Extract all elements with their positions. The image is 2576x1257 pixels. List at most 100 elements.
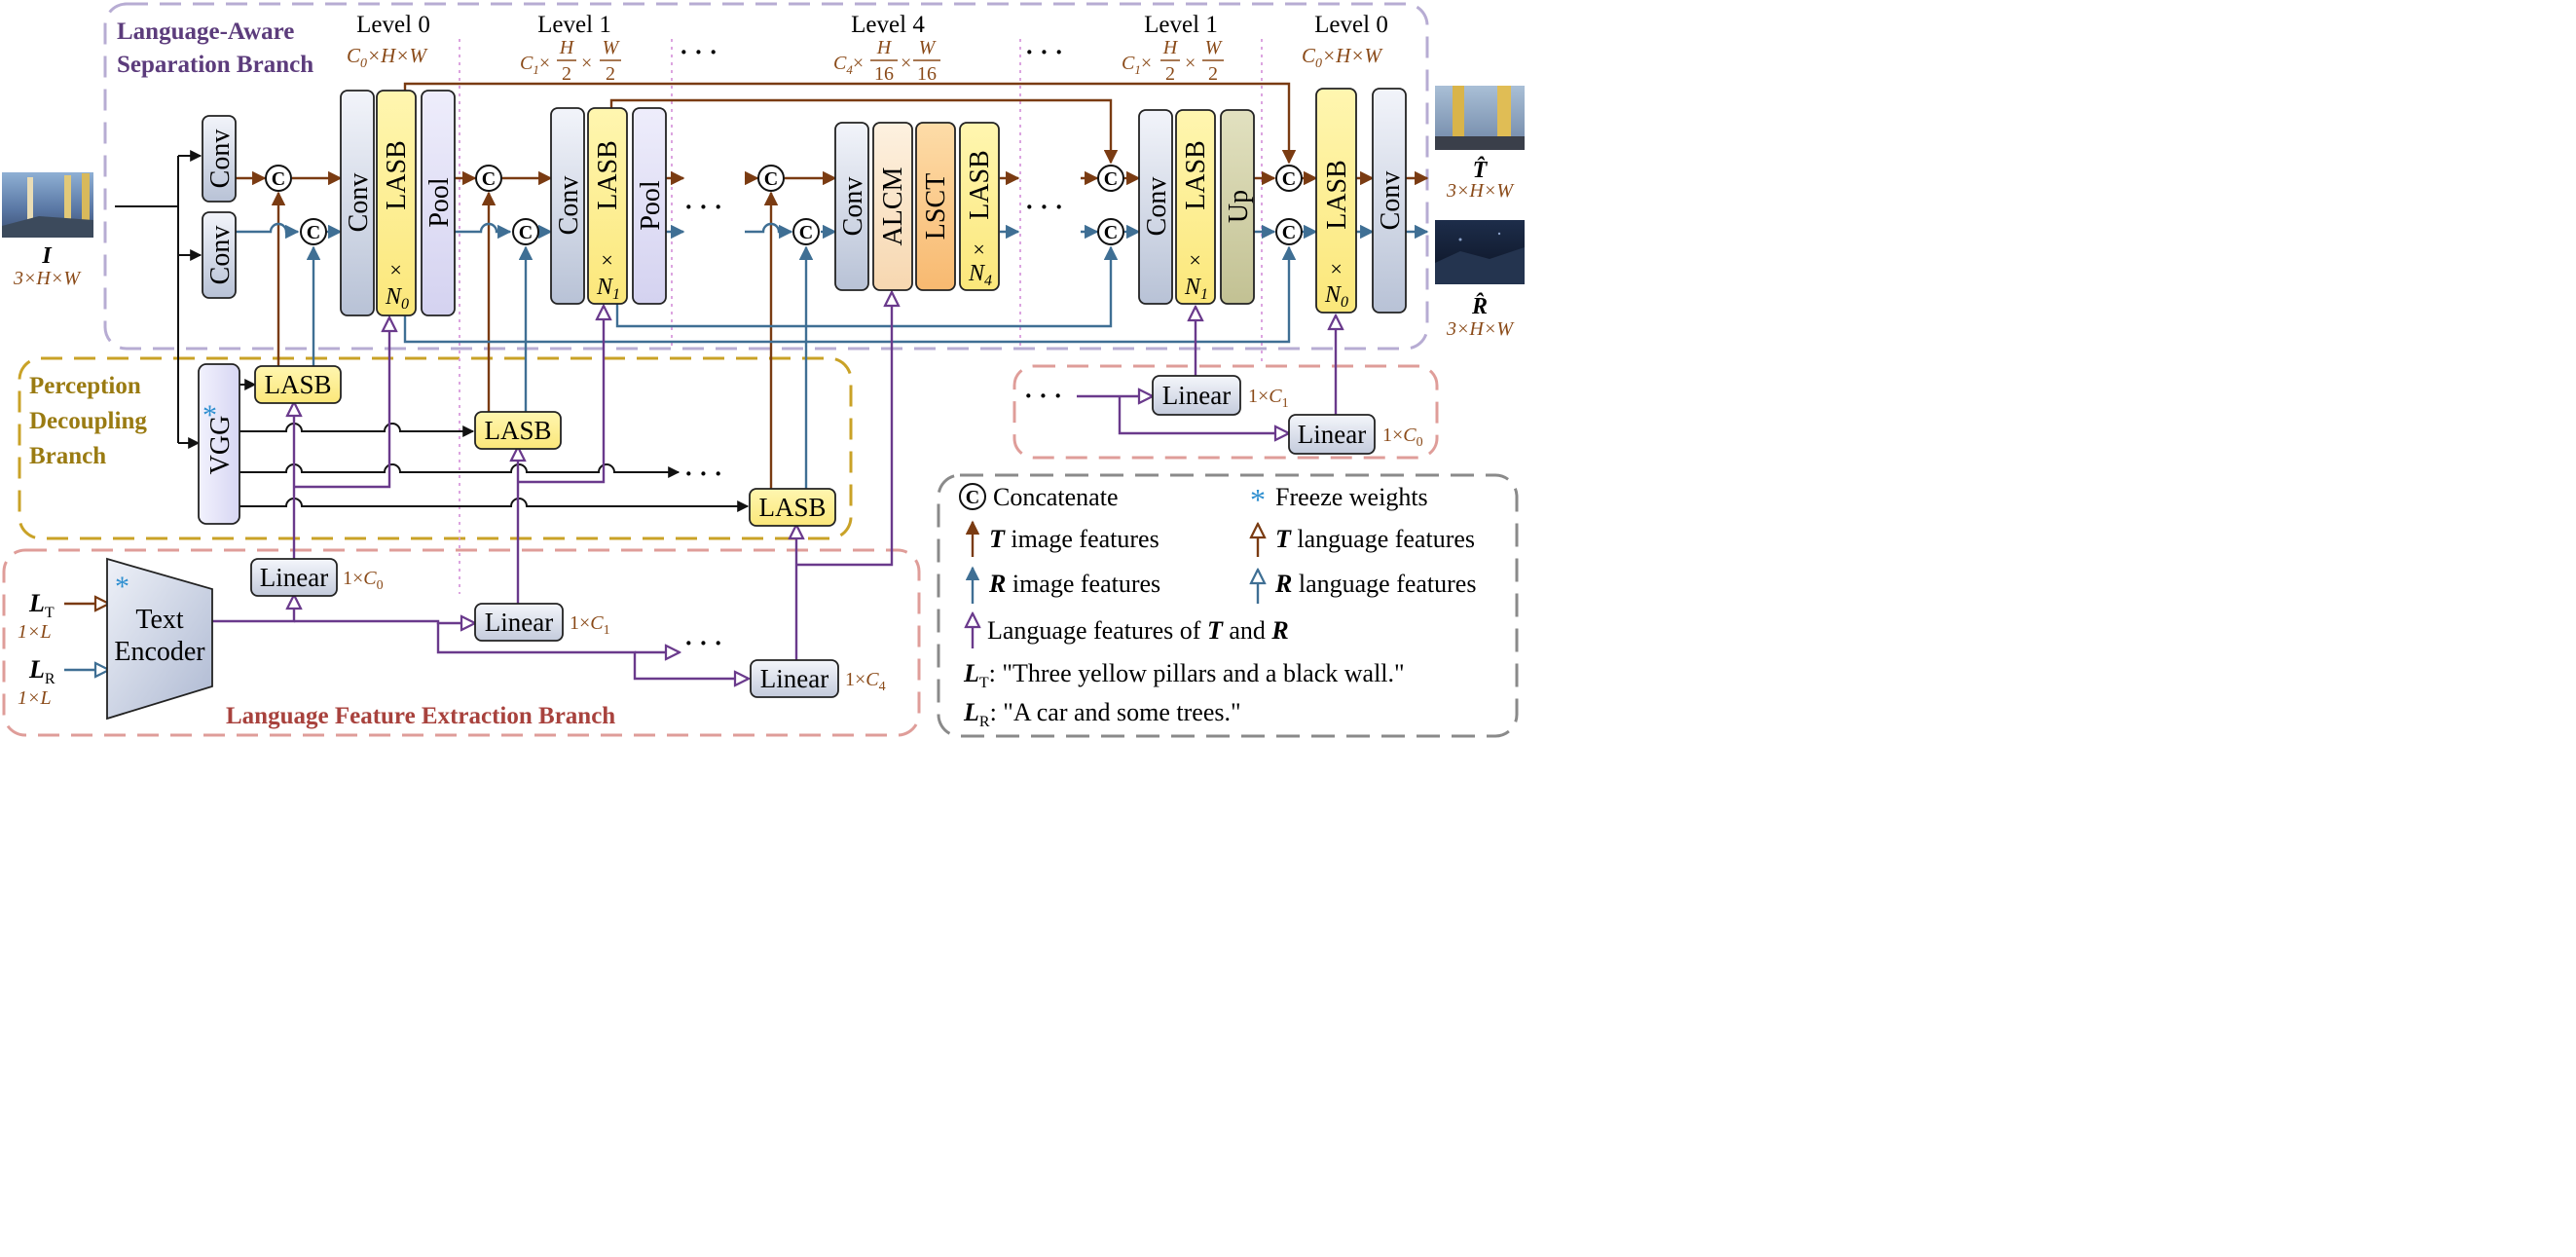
legend-lr-description: LR: "A car and some trees."	[963, 698, 1241, 730]
lr-label: LR	[28, 655, 55, 687]
mid-lsct-label: LSCT	[921, 173, 951, 240]
output-t-dims: 3×H×W	[1446, 180, 1515, 202]
text-encoder-label-line1: Text	[135, 605, 184, 635]
svg-text:C: C	[272, 168, 285, 190]
svg-text:C: C	[764, 168, 778, 190]
stem-conv-top-label: Conv	[205, 129, 236, 189]
language-branch-title: Language Feature Extraction Branch	[226, 703, 615, 729]
svg-text:C: C	[519, 222, 533, 243]
legend-r-image: R image features	[988, 570, 1160, 598]
dec1-lasb-repeat: N1	[1184, 275, 1208, 303]
concat-node: C	[475, 165, 502, 192]
perception-branch-title-line1: Perception	[29, 373, 141, 399]
concat-node: C	[757, 165, 785, 192]
enc0-conv	[340, 90, 375, 316]
enc0-pool-label: Pool	[424, 177, 455, 228]
svg-text:H: H	[1162, 37, 1179, 58]
perception-lasb-0-label: LASB	[264, 370, 331, 399]
dec1-conv	[1138, 109, 1173, 305]
level-enc1-dims: C1× H 2 × W 2	[520, 37, 621, 85]
level-enc0-dims: C0×H×W	[347, 44, 429, 71]
separation-branch-title-line1: Language-Aware	[117, 18, 294, 45]
mid-alcm-label: ALCM	[878, 166, 908, 245]
decoder-linear-frame	[1012, 364, 1439, 460]
perception-blocks: VGG * LASB LASB LASB	[198, 363, 836, 527]
legend-concatenate: C Concatenate	[959, 483, 1119, 511]
lr-dim: 1×L	[18, 687, 52, 709]
svg-text:C: C	[482, 168, 496, 190]
enc0-conv-label: Conv	[344, 173, 374, 233]
decoder-linear-c0-label: Linear	[1298, 420, 1366, 449]
legend-freeze: * Freeze weights	[1250, 482, 1428, 517]
concat-node: C	[1097, 165, 1124, 192]
level-enc0-label: Level 0	[356, 12, 430, 38]
linear-c0-label: Linear	[260, 563, 328, 592]
perception-lasb-4-label: LASB	[758, 493, 826, 522]
enc0-pool	[421, 90, 456, 316]
text-encoder-label-line2: Encoder	[114, 637, 205, 667]
svg-text:16: 16	[917, 63, 937, 85]
svg-text:C: C	[1104, 168, 1118, 190]
dec0-lasb-times: ×	[1324, 263, 1348, 275]
svg-text:2: 2	[1165, 63, 1175, 85]
level-dec1-label: Level 1	[1144, 12, 1218, 38]
decoder-linear-c1-label: Linear	[1162, 381, 1231, 410]
linear-c1-label: Linear	[485, 608, 553, 637]
enc1-lasb-repeat: N1	[596, 275, 620, 303]
concat-node: C	[792, 218, 820, 245]
concat-node: C	[300, 218, 327, 245]
language-blocks: Text Encoder * Linear Linear Linear Line…	[106, 375, 1376, 721]
separation-blocks: Conv Conv Conv LASB × N0 Pool Conv LASB …	[202, 88, 1407, 316]
linear-c0	[250, 558, 338, 597]
dec0-lasb-repeat: N0	[1324, 282, 1348, 311]
ellipsis: · · ·	[684, 629, 722, 657]
stem-conv-bottom	[202, 211, 237, 299]
enc1-lasb-times: ×	[595, 254, 619, 266]
enc0-lasb-times: ×	[384, 264, 408, 276]
dec1-lasb-label: LASB	[1181, 140, 1211, 210]
mid-conv-label: Conv	[838, 177, 868, 237]
enc1-lasb-label: LASB	[593, 140, 623, 210]
output-t-label: T̂	[1473, 157, 1489, 183]
language-branch-frame	[2, 548, 921, 737]
enc1-pool-label: Pool	[636, 180, 666, 231]
svg-text:W: W	[603, 37, 621, 58]
legend-t-image: T image features	[989, 525, 1159, 553]
mid-lasb-repeat: N4	[968, 261, 992, 289]
text-encoder-freeze-icon: *	[115, 571, 129, 603]
level-dec1-dims: C1× H 2 × W 2	[1122, 37, 1224, 85]
decoder-linear-c1	[1152, 375, 1241, 416]
svg-text:C1×: C1×	[520, 53, 550, 77]
language-feature-arrows	[212, 292, 1336, 679]
stem-conv-bottom-label: Conv	[205, 226, 236, 285]
ellipsis: · · ·	[684, 193, 722, 221]
enc0-lasb	[376, 90, 417, 316]
ellipsis: · · ·	[680, 38, 718, 66]
linear-dims: 1×C0 1×C1 1×C4 1×C1 1×C0	[343, 386, 1423, 694]
level-separators	[459, 39, 1263, 594]
perception-lasb-1-label: LASB	[484, 416, 551, 445]
concat-node: C	[1097, 218, 1124, 245]
svg-text:C: C	[799, 222, 813, 243]
freeze-icon: *	[1250, 482, 1266, 517]
svg-text:Freeze weights: Freeze weights	[1275, 483, 1428, 511]
r-feature-arrows	[236, 222, 1429, 489]
dec0-lasb-label: LASB	[1322, 160, 1352, 230]
svg-text:×: ×	[581, 53, 592, 74]
vgg-block	[198, 363, 240, 525]
perception-lasb-0	[254, 365, 342, 404]
dec0-lasb	[1315, 88, 1357, 314]
vgg-label: VGG	[205, 416, 236, 475]
legend-t-lang: T language features	[1275, 525, 1475, 553]
output-r-dims: 3×H×W	[1446, 318, 1515, 340]
t-feature-arrows	[236, 82, 1429, 489]
vgg-freeze-icon: *	[202, 399, 217, 431]
decoder-linear-c0-dim: 1×C0	[1382, 425, 1423, 450]
linear-c0-dim: 1×C0	[343, 568, 384, 593]
mid-lasb-label: LASB	[965, 150, 995, 220]
output-t-image	[1435, 86, 1525, 150]
perception-lasb-4	[749, 488, 836, 527]
input-image-dims: 3×H×W	[13, 268, 82, 289]
level-dec0-label: Level 0	[1314, 12, 1388, 38]
